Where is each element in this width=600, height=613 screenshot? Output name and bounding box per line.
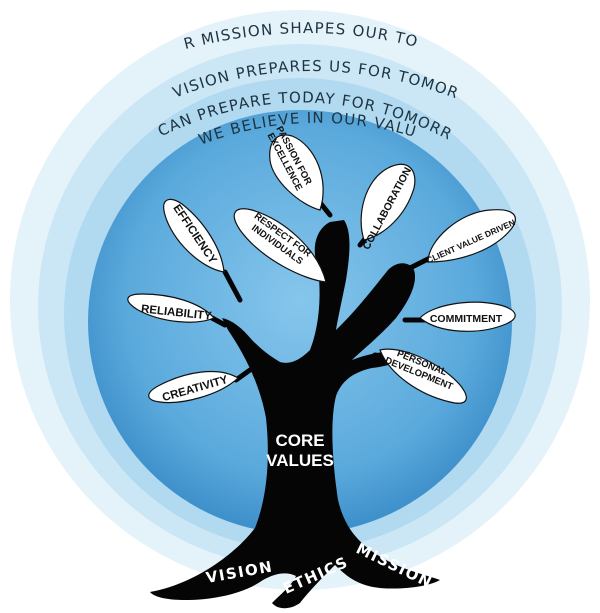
leaf-passion-for-excellence: PASSION FOR EXCELLENCE — [265, 124, 324, 211]
leaf-commitment: COMMITMENT — [419, 301, 516, 332]
core-values-label-1: CORE — [275, 431, 324, 450]
svg-text:COMMITMENT: COMMITMENT — [430, 313, 503, 325]
core-values-label-2: VALUES — [266, 451, 334, 470]
tree-trunk — [150, 220, 440, 609]
leaf-reliability: RELIABILITY — [127, 293, 216, 323]
